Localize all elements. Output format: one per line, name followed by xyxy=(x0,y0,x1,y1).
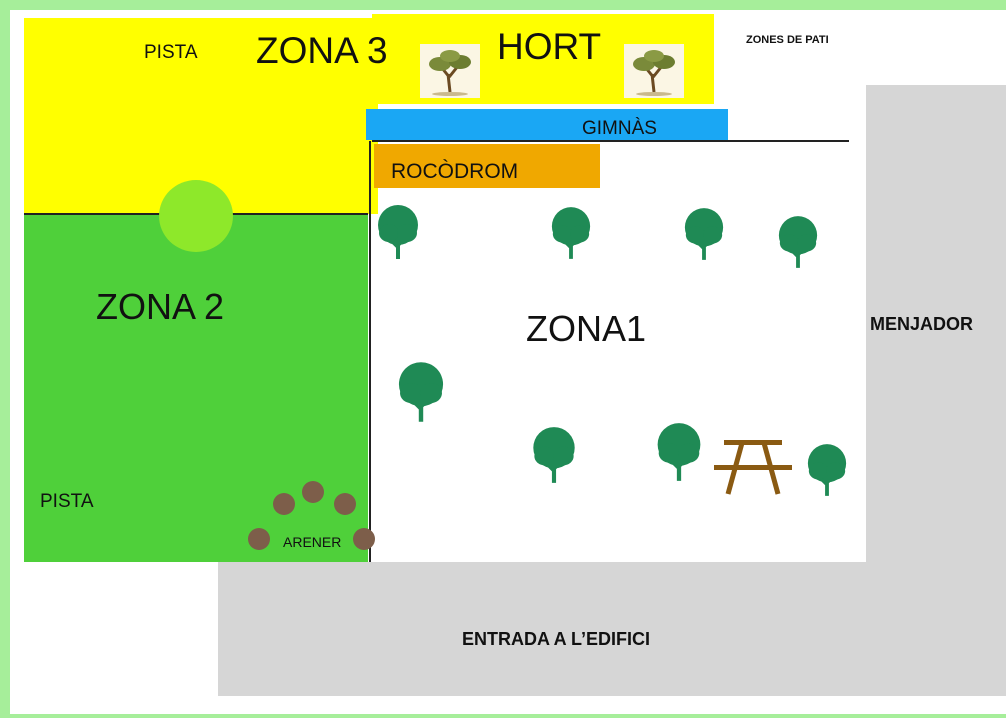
zone-1-top-line xyxy=(372,140,849,142)
zone-1-label: ZONA1 xyxy=(526,308,647,349)
rocodrom-area xyxy=(374,144,600,188)
picnic-table-icon xyxy=(714,440,792,495)
arener-dot xyxy=(302,481,324,503)
gimnas-area xyxy=(366,109,728,140)
map-title: ZONES DE PATI xyxy=(746,34,829,46)
arener-dot xyxy=(248,528,270,550)
tree-icon xyxy=(807,444,847,496)
entrada-label: ENTRADA A L’EDIFICI xyxy=(462,629,650,649)
zone-3-pista-label: PISTA xyxy=(144,42,198,63)
arener-dot xyxy=(334,493,356,515)
menjador-label: MENJADOR xyxy=(870,314,974,334)
olive-tree-icon xyxy=(420,44,480,98)
tree-icon xyxy=(378,205,418,259)
tree-icon xyxy=(778,216,818,268)
entrada-building xyxy=(218,562,1006,696)
arener-dot xyxy=(273,493,295,515)
gimnas-label: GIMNÀS xyxy=(582,118,657,139)
rocodrom-label: ROCÒDROM xyxy=(391,160,519,183)
arener-label: ARENER xyxy=(283,534,342,550)
zone-2-pista-label: PISTA xyxy=(40,491,94,512)
tree-icon xyxy=(684,208,724,260)
tree-icon xyxy=(657,423,701,481)
zone-2-label: ZONA 2 xyxy=(96,286,225,327)
hort-label: HORT xyxy=(497,26,602,67)
arener-dot xyxy=(353,528,375,550)
tree-icon xyxy=(551,207,591,259)
zone-2-area xyxy=(24,214,368,562)
menjador-building xyxy=(866,85,1006,565)
olive-tree-icon xyxy=(624,44,684,98)
zone-3-label: ZONA 3 xyxy=(256,30,388,71)
tree-icon xyxy=(533,427,575,483)
central-circle xyxy=(159,180,233,252)
tree-icon xyxy=(398,362,444,422)
zone-1-left-line xyxy=(369,141,371,563)
